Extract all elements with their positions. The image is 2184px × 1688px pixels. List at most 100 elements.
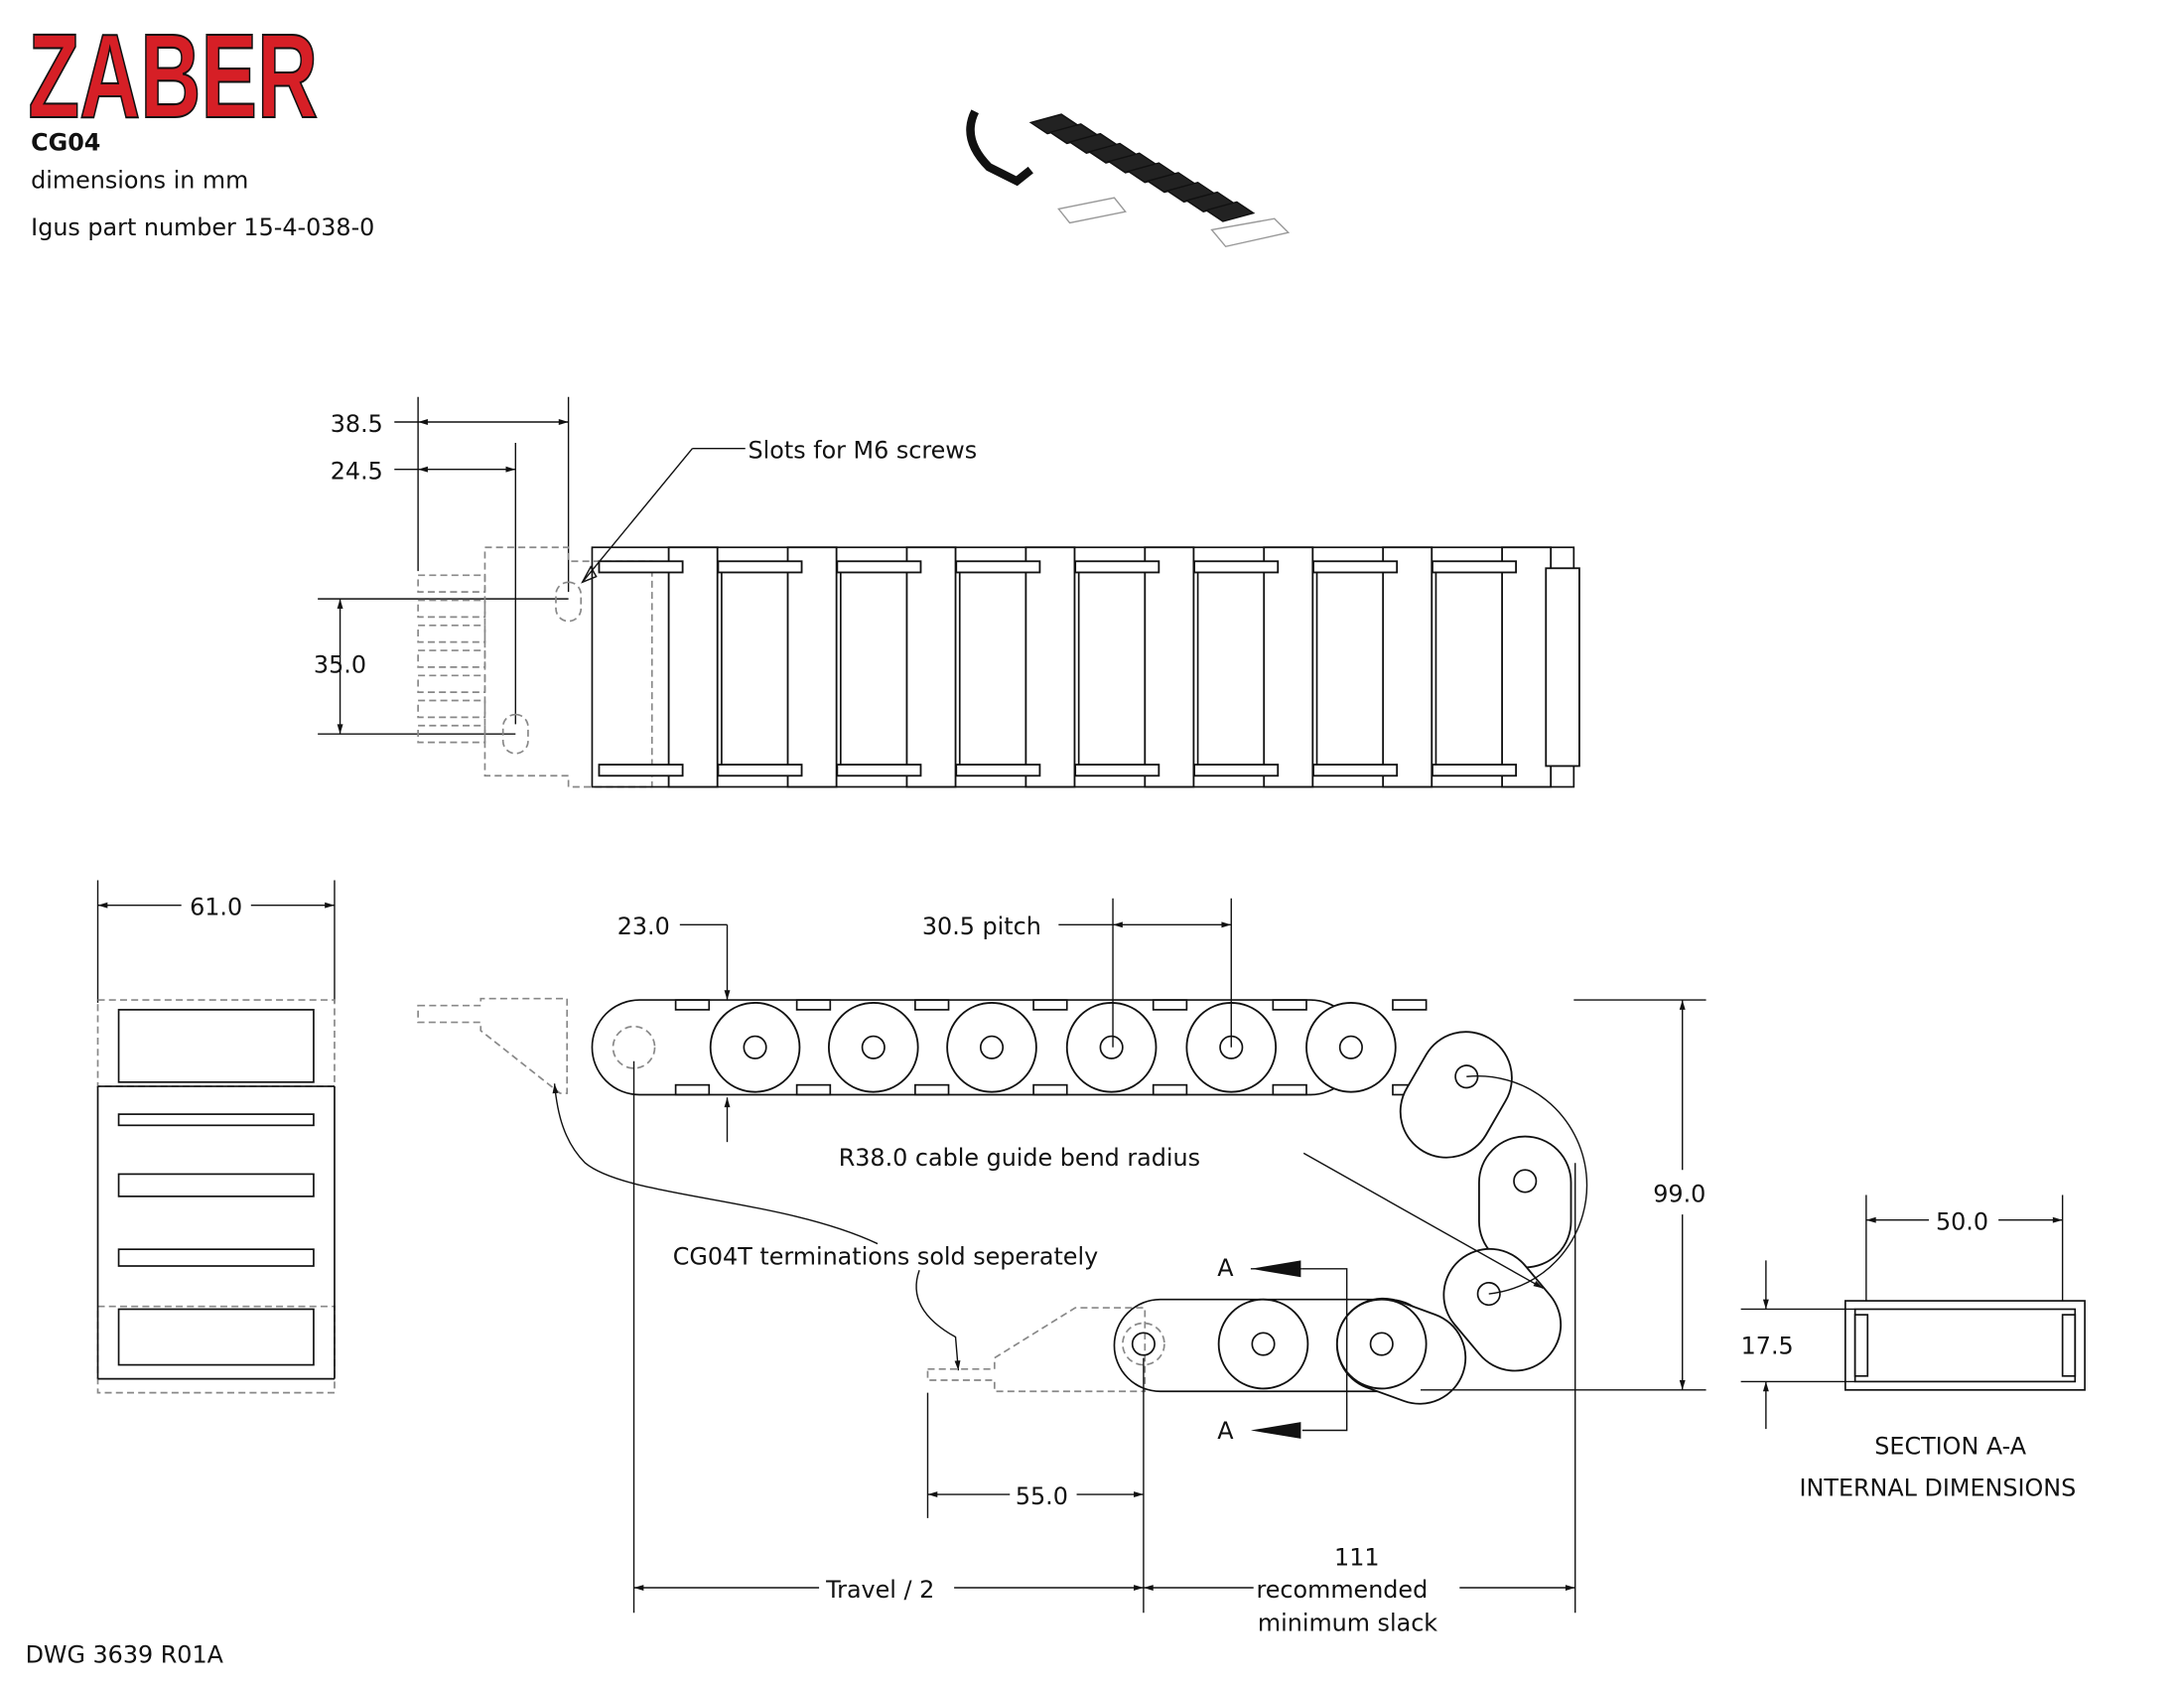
bent-link-plate (1442, 1247, 1563, 1372)
left-termination (417, 997, 569, 1094)
link-tab (1152, 1083, 1188, 1096)
bent-link-plate (1478, 1135, 1572, 1269)
slack-line2: minimum slack (1258, 1609, 1437, 1636)
dim-99-0: 99.0 (1653, 1180, 1706, 1207)
link-tab (1152, 999, 1188, 1011)
link-tab (717, 764, 803, 777)
dim-23-0: 23.0 (617, 913, 670, 940)
link-tab (674, 1083, 711, 1096)
link-tab (598, 560, 684, 574)
pin-icon (1454, 1064, 1479, 1089)
pitch-label: 30.5 pitch (922, 913, 1041, 940)
section-mark-top: A (1217, 1254, 1234, 1282)
link-tab (1074, 764, 1160, 777)
pin-icon (1513, 1169, 1538, 1194)
iso-bend (966, 109, 1033, 187)
link-tab (1312, 560, 1399, 574)
link-crossbar (786, 546, 838, 788)
bend-radius-label: R38.0 cable guide bend radius (839, 1144, 1200, 1172)
section-subtitle: INTERNAL DIMENSIONS (1800, 1474, 2077, 1501)
iso-termination (1210, 217, 1291, 248)
link-disc (1305, 1001, 1397, 1093)
pin-icon (1338, 1035, 1363, 1059)
section-title: SECTION A-A (1874, 1432, 2026, 1460)
bend-radius-arc (1466, 1074, 1588, 1295)
pin-icon (861, 1035, 886, 1059)
link-disc (709, 1001, 801, 1093)
top-view (318, 396, 1580, 788)
pin-icon (979, 1035, 1005, 1059)
travel-label: Travel / 2 (825, 1576, 934, 1604)
link-tab (1032, 1083, 1068, 1096)
link-tab (914, 999, 950, 1011)
link-tab (674, 999, 711, 1011)
bent-link-plate (1399, 1031, 1513, 1159)
link-crossbar (1501, 546, 1553, 788)
pin-icon (612, 1025, 656, 1069)
section-mark-bottom: A (1217, 1417, 1234, 1445)
link-tab (1193, 560, 1280, 574)
side-view-dimensions (552, 898, 1706, 1614)
igus-part-note: Igus part number 15-4-038-0 (31, 213, 374, 241)
slot-icon (501, 713, 529, 755)
units-note: dimensions in mm (31, 166, 248, 194)
dim-35-0: 35.0 (314, 650, 366, 678)
bent-link (1442, 1247, 1563, 1372)
dim-38-5: 38.5 (331, 410, 383, 438)
link-tab (1432, 560, 1518, 574)
link-crossbar (1144, 546, 1195, 788)
slack-value: 111 (1334, 1544, 1379, 1572)
link-disc (1217, 1298, 1309, 1390)
link-tab (1312, 764, 1399, 777)
slack-line1: recommended (1257, 1576, 1429, 1604)
end-view-termination (96, 999, 336, 1087)
link-tab (1272, 999, 1307, 1011)
dim-61-0: 61.0 (190, 894, 242, 921)
link-tab (717, 560, 803, 574)
pin-icon (1251, 1332, 1276, 1356)
dim-24-5: 24.5 (331, 458, 383, 486)
pin-icon (1369, 1332, 1394, 1356)
termination-tooth (417, 574, 486, 593)
link-tab (914, 1083, 950, 1096)
link-tab (955, 764, 1041, 777)
bent-link (1478, 1135, 1572, 1269)
pin-icon (743, 1035, 767, 1059)
link-tab (1272, 1083, 1307, 1096)
link-tab (955, 560, 1041, 574)
termination-tooth (417, 674, 486, 693)
link-crossbar (905, 546, 957, 788)
end-view-bar (117, 1009, 315, 1083)
slot-icon (555, 581, 583, 623)
side-view (417, 997, 1588, 1405)
link-disc (1335, 1298, 1428, 1390)
link-tab (1193, 764, 1280, 777)
termination-tooth (417, 649, 486, 668)
link-tab (1074, 560, 1160, 574)
link-crossbar (1024, 546, 1076, 788)
pin-icon (1476, 1281, 1501, 1307)
end-view-bar (117, 1308, 315, 1366)
iso-link (1204, 201, 1256, 222)
link-tab (1392, 999, 1428, 1011)
bent-link (1399, 1031, 1513, 1159)
link-tab (1032, 999, 1068, 1011)
dim-17-5: 17.5 (1741, 1332, 1794, 1359)
termination-tooth (417, 724, 486, 744)
end-view-bar (117, 1113, 315, 1127)
link-tab (836, 560, 922, 574)
terminations-note: CG04T terminations sold seperately (673, 1243, 1098, 1271)
pin-icon (1131, 1332, 1156, 1356)
section-a-a-view (1740, 1195, 2086, 1430)
end-view-frame (96, 1085, 336, 1380)
link-tab (1432, 764, 1518, 777)
link-tab (795, 1083, 832, 1096)
drawing-number: DWG 3639 R01A (26, 1641, 224, 1669)
termination-tooth (417, 624, 486, 643)
termination-tooth (417, 599, 486, 619)
right-termination (926, 1307, 1147, 1393)
end-view-bar (117, 1173, 315, 1197)
end-cap (1545, 567, 1580, 768)
termination-tooth (417, 699, 486, 719)
